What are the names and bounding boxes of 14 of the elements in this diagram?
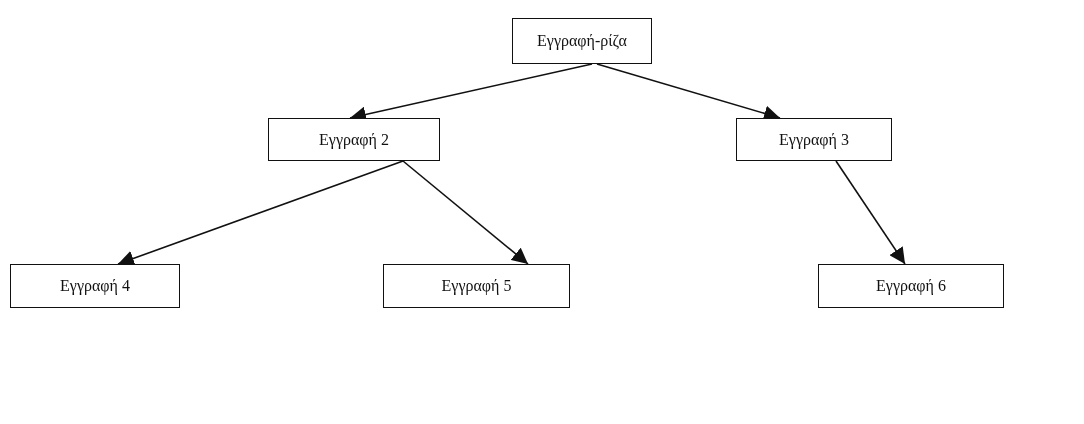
node-label: Εγγραφή 6 (876, 277, 946, 295)
record-box (818, 264, 1004, 308)
record-box (268, 118, 440, 161)
node-label: Εγγραφή 2 (319, 130, 389, 149)
record-box (383, 264, 570, 308)
node-label: Εγγραφή-ρίζα (537, 32, 627, 50)
record-box (736, 118, 892, 161)
node-label: Εγγραφή 5 (441, 277, 512, 295)
arrow (835, 160, 906, 265)
node-label: Εγγραφή 3 (779, 130, 849, 149)
arrow (402, 160, 529, 265)
record-box (512, 18, 652, 64)
record-box (10, 264, 180, 308)
node-label: Εγγραφή 4 (60, 277, 130, 295)
